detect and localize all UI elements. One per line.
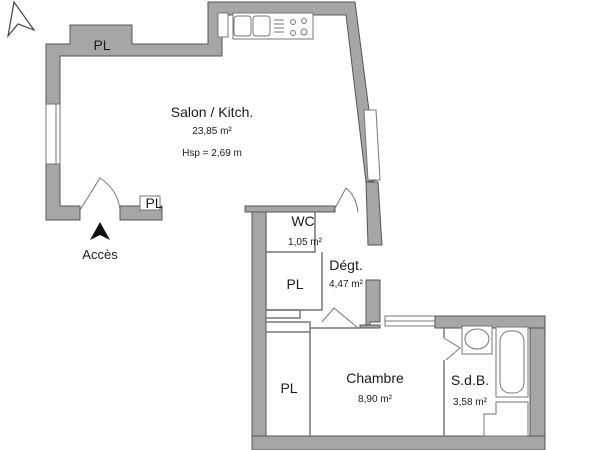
interior-doors [321, 187, 461, 361]
room-name-degt: Dégt. [329, 257, 363, 273]
room-area-sdb: 3,58 m² [453, 397, 487, 408]
room-name-chambre: Chambre [346, 370, 404, 386]
room-area-salon: 23,85 m² [192, 126, 232, 137]
room-area-wc: 1,05 m² [288, 237, 322, 248]
room-name-sdb: S.d.B. [450, 372, 490, 388]
closet-label: PL [93, 37, 111, 53]
interior-walls [265, 212, 445, 436]
room-height-salon: Hsp = 2,69 m [182, 148, 242, 159]
entrance-door [79, 177, 121, 211]
room-area-chambre: 8,90 m² [358, 394, 392, 405]
entrance-label: Accès [82, 247, 118, 262]
closet-label: PL [145, 195, 163, 211]
closet-label: PL [280, 380, 298, 396]
room-area-degt: 4,47 m² [329, 279, 363, 290]
bathroom-fixtures [461, 325, 529, 437]
windows [45, 103, 436, 327]
kitchen-counter [217, 12, 314, 40]
closet-label: PL [286, 276, 304, 292]
room-name-wc: WC [291, 213, 315, 229]
compass-north-icon [7, 0, 36, 39]
room-name-salon: Salon / Kitch. [170, 104, 254, 120]
walls-lower [251, 211, 546, 450]
